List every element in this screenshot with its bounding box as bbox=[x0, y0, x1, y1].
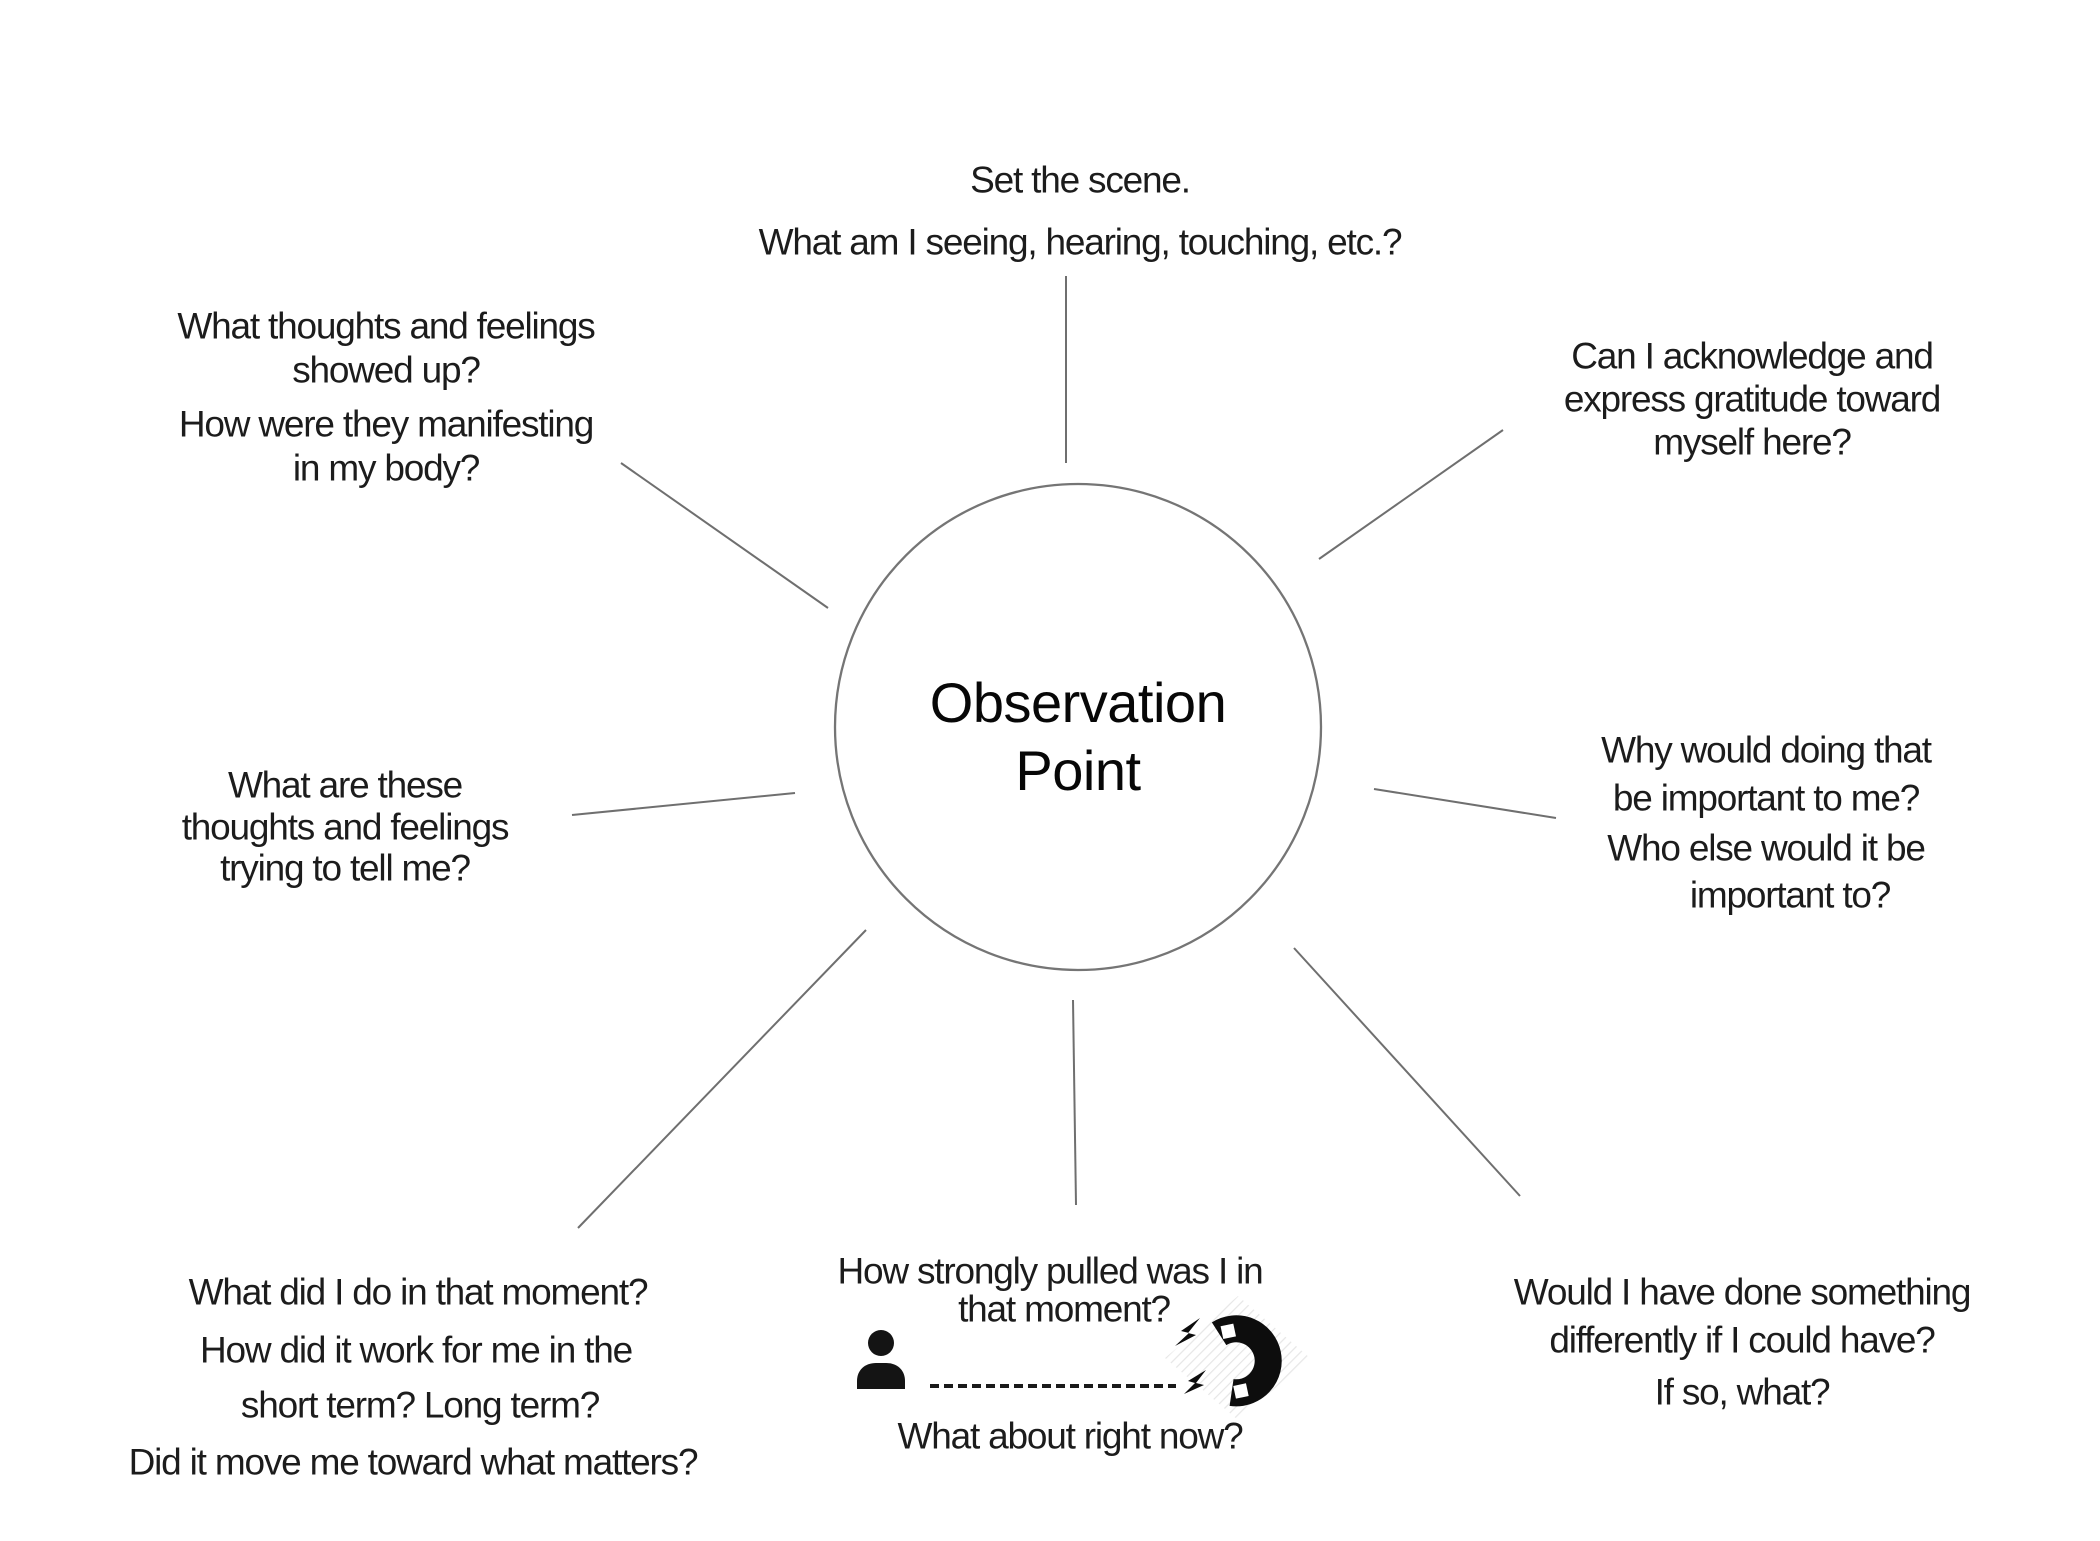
label-bottom-right-line-3: If so, what? bbox=[1654, 1371, 1831, 1413]
spoke-upper-left bbox=[620, 462, 829, 609]
spoke-left bbox=[571, 792, 796, 816]
label-mid-left-line-3: trying to tell me? bbox=[220, 847, 471, 889]
hatch-diamond bbox=[1165, 1296, 1310, 1420]
spoke-right bbox=[1373, 788, 1557, 819]
label-upper-right-line-2: express gratitude toward bbox=[1563, 378, 1942, 420]
dashed-pull-line bbox=[930, 1384, 1176, 1388]
label-mid-left-line-1: What are these bbox=[227, 764, 463, 806]
spoke-bottom bbox=[1072, 999, 1077, 1206]
label-upper-left-line-1: What thoughts and feelings bbox=[177, 305, 595, 347]
label-bottom-center-line-2: that moment? bbox=[958, 1288, 1171, 1330]
hub-title-line-1: Observation bbox=[929, 671, 1227, 734]
label-bottom-right-line-2: differently if I could have? bbox=[1549, 1319, 1936, 1361]
spark-bolt-top bbox=[1175, 1318, 1200, 1346]
magnet-body bbox=[1211, 1315, 1282, 1407]
label-bottom-center-line-1: How strongly pulled was I in bbox=[837, 1250, 1264, 1292]
magnet-icon bbox=[1165, 1296, 1310, 1420]
label-bottom-center-line-3: What about right now? bbox=[897, 1415, 1243, 1457]
label-top-line-1: Set the scene. bbox=[970, 159, 1191, 201]
label-mid-right-line-3: Who else would it be bbox=[1607, 827, 1926, 869]
label-bottom-left-line-2: How did it work for me in the bbox=[200, 1329, 633, 1371]
label-upper-right-line-1: Can I acknowledge and bbox=[1571, 335, 1934, 377]
label-top-line-2: What am I seeing, hearing, touching, etc… bbox=[758, 221, 1403, 263]
label-upper-left-line-2: showed up? bbox=[292, 349, 481, 391]
label-bottom-left-line-1: What did I do in that moment? bbox=[188, 1271, 649, 1313]
hub-title-line-2: Point bbox=[1015, 739, 1141, 802]
label-upper-left-line-4: in my body? bbox=[292, 447, 480, 489]
label-mid-left-line-2: thoughts and feelings bbox=[181, 806, 510, 848]
label-bottom-left-line-4: Did it move me toward what matters? bbox=[128, 1441, 699, 1483]
spoke-lower-left bbox=[577, 929, 867, 1229]
label-bottom-left-line-3: short term? Long term? bbox=[240, 1384, 600, 1426]
label-mid-right-line-2: be important to me? bbox=[1612, 777, 1920, 819]
label-mid-right-line-1: Why would doing that bbox=[1601, 729, 1932, 771]
label-bottom-right-line-1: Would I have done something bbox=[1513, 1271, 1972, 1313]
spark-bolt-bottom bbox=[1184, 1370, 1206, 1394]
hub-circle bbox=[833, 482, 1323, 972]
label-mid-right-line-4: important to? bbox=[1689, 874, 1892, 916]
spoke-lower-right bbox=[1293, 947, 1521, 1197]
label-upper-left-line-3: How were they manifesting bbox=[178, 403, 594, 445]
person-icon bbox=[857, 1330, 905, 1389]
label-upper-right-line-3: myself here? bbox=[1653, 421, 1852, 463]
spoke-upper-right bbox=[1318, 429, 1504, 560]
